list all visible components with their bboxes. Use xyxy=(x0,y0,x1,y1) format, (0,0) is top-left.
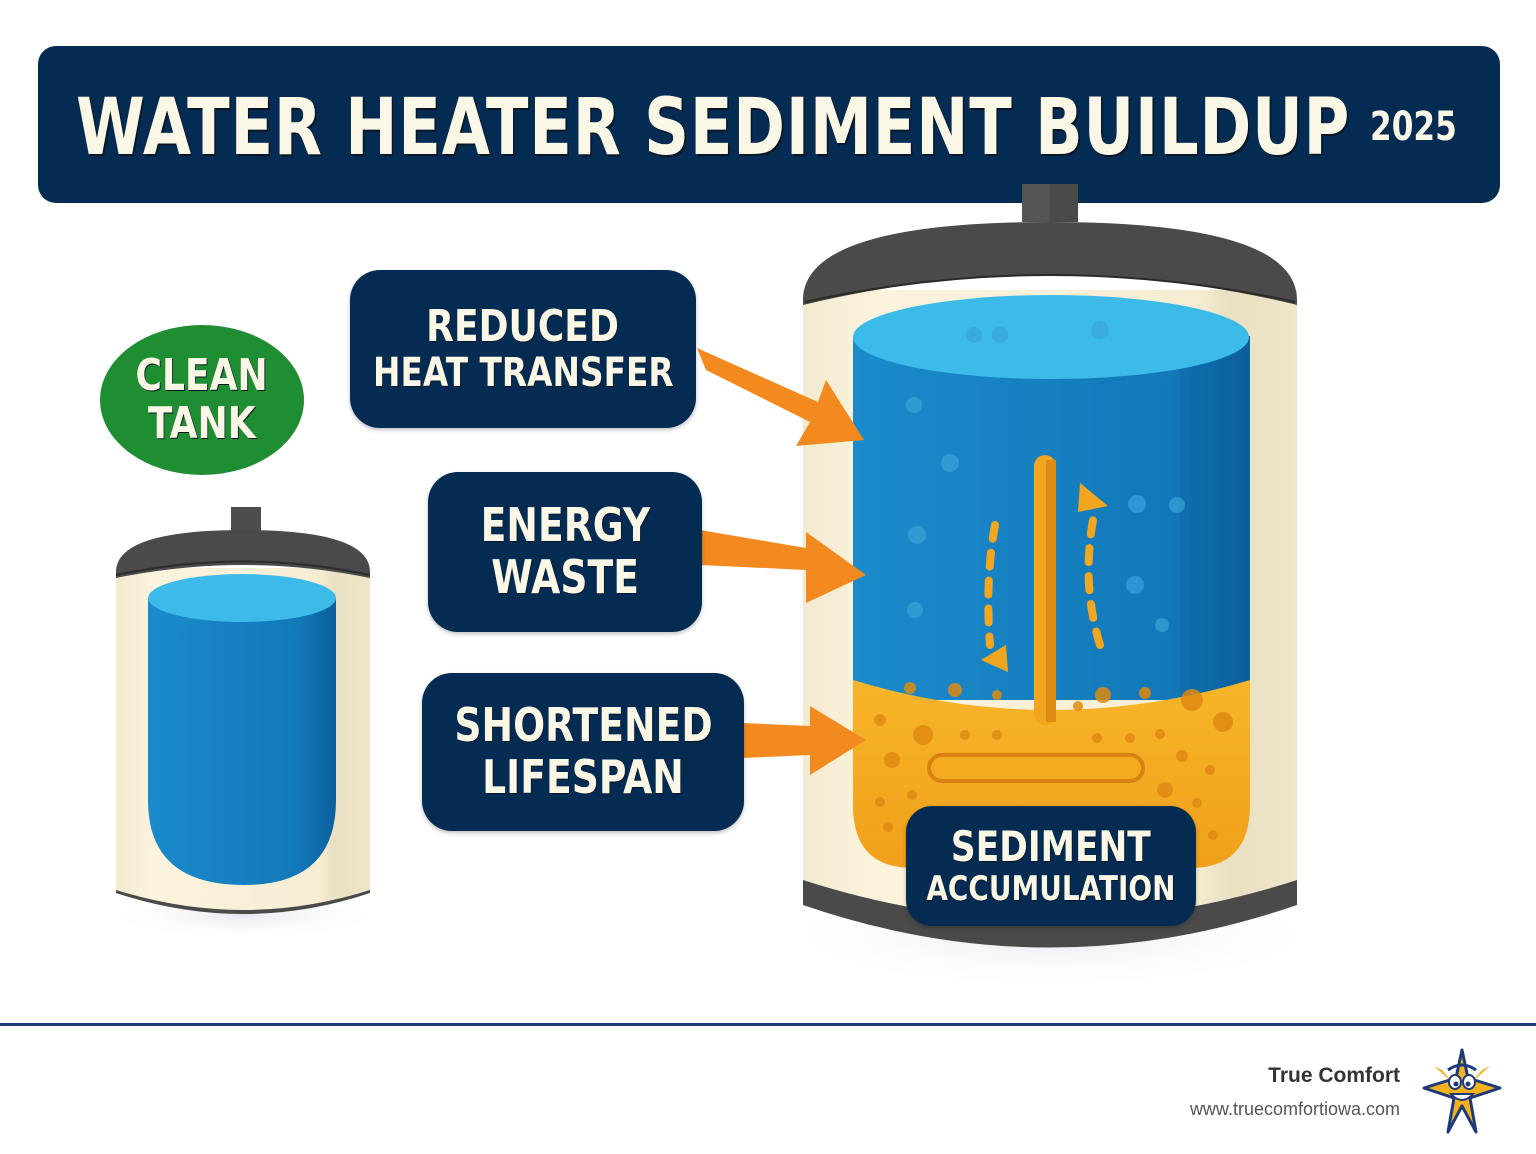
arrow-shortened-lifespan xyxy=(743,706,866,775)
footer-divider xyxy=(0,1023,1536,1026)
brand-name: True Comfort xyxy=(1268,1064,1400,1087)
callout-reduced-heat-transfer: REDUCED HEAT TRANSFER xyxy=(350,270,696,428)
sediment-line2: ACCUMULATION xyxy=(926,869,1176,910)
arrow-reduced-heat-transfer xyxy=(697,348,864,446)
callout-energy-waste: ENERGY WASTE xyxy=(428,472,702,632)
callout-line2: LIFESPAN xyxy=(482,750,684,804)
brand-url[interactable]: www.truecomfortiowa.com xyxy=(1189,1099,1400,1119)
sediment-line1: SEDIMENT xyxy=(951,822,1151,872)
arrow-energy-waste xyxy=(700,530,866,603)
callout-line2: HEAT TRANSFER xyxy=(372,350,674,397)
callout-line1: REDUCED xyxy=(426,300,620,352)
callout-shortened-lifespan: SHORTENED LIFESPAN xyxy=(422,673,744,831)
page-title: WATER HEATER SEDIMENT BUILDUP xyxy=(76,83,1351,173)
clean-tank-badge: CLEAN TANK xyxy=(100,325,304,475)
title-banner xyxy=(38,46,1500,203)
callout-line1: SHORTENED xyxy=(453,698,713,753)
star-mascot-logo-icon xyxy=(1422,1048,1502,1134)
clean-badge-line2: TANK xyxy=(148,398,256,449)
sediment-accumulation-label: SEDIMENT ACCUMULATION xyxy=(906,806,1196,926)
callout-line2: WASTE xyxy=(491,550,639,604)
callout-line1: ENERGY xyxy=(480,498,650,553)
clean-badge-line1: CLEAN xyxy=(135,349,269,401)
clean-tank-icon xyxy=(104,507,384,941)
title-year: 2025 xyxy=(1370,104,1457,150)
